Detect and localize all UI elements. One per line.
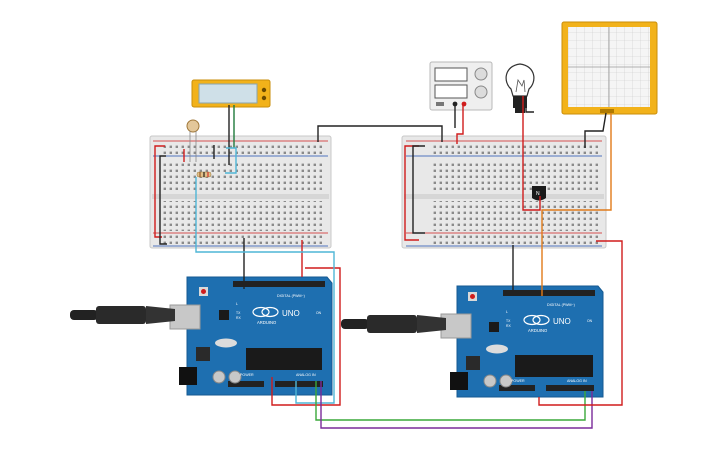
arduino-logo-icon [523, 314, 550, 326]
wire-red-left-rail[interactable] [154, 145, 341, 406]
arduino-left-digital-label: DIGITAL (PWM~) [277, 294, 305, 298]
arduino-right-brand: ARDUINO [528, 328, 548, 333]
arduino-left-analog-label: ANALOG IN [296, 373, 316, 377]
wire-black-right[interactable] [412, 96, 607, 296]
arduino-right-model: UNO [553, 317, 571, 326]
arduino-right-power-label: POWER [511, 379, 525, 383]
arduino-left-on: ON [316, 311, 322, 315]
arduino-right-analog-label: ANALOG IN [567, 379, 587, 383]
photoresistor-icon[interactable] [186, 119, 200, 162]
arduino-left-led-l: L [236, 302, 238, 306]
arduino-right-tx: TX [506, 319, 511, 323]
arduino-logo-icon [252, 306, 279, 318]
usb-cable-icon[interactable] [341, 315, 446, 333]
arduino-uno-left[interactable]: UNO ARDUINO DIGITAL (PWM~) POWER ANALOG … [169, 276, 333, 396]
arduino-left-brand: ARDUINO [257, 320, 277, 325]
arduino-left-power-label: POWER [240, 373, 254, 377]
arduino-left-tx: TX [236, 311, 241, 315]
arduino-right-led-l: L [506, 310, 508, 314]
arduino-right-rx: RX [506, 324, 511, 328]
arduino-right-on: ON [587, 319, 593, 323]
arduino-left-rx: RX [236, 316, 241, 320]
resistor-icon[interactable] [196, 171, 212, 178]
arduino-uno-right[interactable]: UNO ARDUINO DIGITAL (PWM~) POWER ANALOG … [440, 285, 604, 398]
breadboard-left[interactable] [149, 135, 332, 249]
arduino-left-model: UNO [282, 309, 300, 318]
transistor-label: N [536, 191, 540, 197]
usb-cable-icon[interactable] [70, 306, 175, 324]
power-supply-icon[interactable] [429, 61, 493, 111]
lcd-display[interactable] [191, 79, 271, 108]
wire-black-left[interactable] [159, 105, 443, 289]
oscilloscope-icon[interactable] [561, 21, 658, 115]
wire-red-right[interactable] [404, 96, 623, 406]
transistor-icon[interactable]: N [532, 186, 546, 201]
wire-orange[interactable] [541, 113, 612, 296]
wire-purple[interactable] [320, 381, 593, 429]
breadboard-right[interactable] [401, 135, 607, 249]
wire-cyan[interactable] [195, 147, 335, 404]
arduino-right-digital-label: DIGITAL (PWM~) [547, 303, 575, 307]
light-bulb-icon[interactable] [505, 63, 535, 113]
